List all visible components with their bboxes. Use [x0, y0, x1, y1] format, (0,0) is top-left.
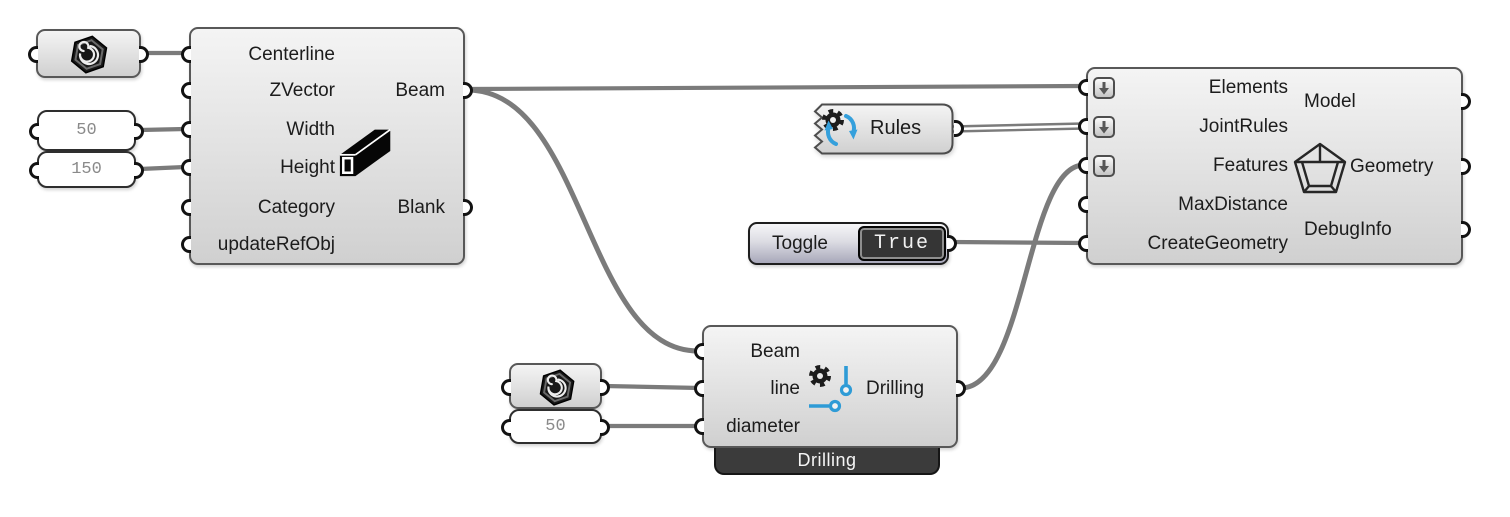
down-arrow-icon — [1099, 82, 1109, 95]
flatten-button-features[interactable] — [1093, 155, 1115, 177]
toggle-value-box[interactable]: True — [858, 226, 946, 261]
height-input-nub[interactable] — [181, 159, 191, 176]
rules-param[interactable]: Rules — [806, 103, 964, 155]
toggle-label: Toggle — [772, 233, 828, 254]
flatten-button-jointrules[interactable] — [1093, 116, 1115, 138]
model-input-label-creategeometry: CreateGeometry — [1147, 233, 1288, 254]
number-panel-diameter[interactable]: 50 — [501, 409, 610, 444]
wire-panel150-to-height[interactable] — [137, 164, 188, 172]
gear-pins-icon — [809, 365, 853, 413]
panel-height-output-nub[interactable] — [134, 162, 144, 179]
beam-output-nub[interactable] — [463, 82, 473, 99]
model-component[interactable]: Elements JointRules Features MaxDistance… — [1078, 67, 1471, 265]
drilling-input-label-line: line — [770, 378, 800, 399]
number-panel-width[interactable]: 50 — [29, 110, 144, 151]
wire-beam-to-elements[interactable] — [464, 83, 1087, 92]
boolean-toggle[interactable]: Toggle True — [748, 222, 957, 265]
wire-rules-to-jointrules-gap — [950, 124, 1086, 131]
down-arrow-icon — [1099, 160, 1109, 173]
centerline-input-nub[interactable] — [181, 46, 191, 63]
toggle-output-nub[interactable] — [947, 235, 957, 252]
drilling-line-input-nub[interactable] — [694, 380, 704, 397]
curve-param-output-nub[interactable] — [139, 46, 149, 63]
panel-height-value: 150 — [71, 160, 102, 179]
wire-beam-to-drilling-beam[interactable] — [464, 87, 701, 354]
updaterefobj-input-nub[interactable] — [181, 236, 191, 253]
beam-input-label-zvector: ZVector — [269, 80, 335, 101]
drilling-input-label-beam: Beam — [750, 341, 800, 362]
curve-param-component-2[interactable] — [501, 363, 610, 409]
zvector-input-nub[interactable] — [181, 82, 191, 99]
curve-hexagon-icon — [539, 369, 575, 406]
curve-param-component[interactable] — [28, 29, 149, 78]
drilling-beam-input-nub[interactable] — [694, 343, 704, 360]
down-arrow-icon — [1099, 121, 1109, 134]
panel-height-input-nub[interactable] — [29, 162, 39, 179]
elements-input-nub[interactable] — [1078, 79, 1088, 96]
panel-width-output-nub[interactable] — [134, 123, 144, 140]
panel-diameter-value: 50 — [545, 417, 566, 436]
blank-output-nub[interactable] — [463, 199, 473, 216]
toggle-value: True — [873, 232, 930, 255]
drilling-tab-label: Drilling — [797, 450, 857, 470]
beam-input-label-height: Height — [280, 157, 335, 178]
beam-output-label-blank: Blank — [397, 197, 445, 218]
beam-output-label-beam: Beam — [395, 80, 445, 101]
frame-structure-icon — [1293, 142, 1347, 194]
wire-panel50-to-width[interactable] — [137, 126, 188, 133]
panel-width-input-nub[interactable] — [29, 123, 39, 140]
beam-input-label-centerline: Centerline — [248, 44, 335, 65]
rules-label: Rules — [870, 117, 922, 139]
features-input-nub[interactable] — [1078, 157, 1088, 174]
model-input-label-elements: Elements — [1208, 77, 1288, 98]
panel-width-value: 50 — [76, 121, 97, 140]
model-input-label-features: Features — [1213, 155, 1288, 176]
curve-param2-output-nub[interactable] — [600, 379, 610, 396]
drilling-input-label-diameter: diameter — [726, 416, 800, 437]
model-input-label-jointrules: JointRules — [1199, 116, 1288, 137]
number-panel-height[interactable]: 150 — [29, 151, 144, 188]
category-input-nub[interactable] — [181, 199, 191, 216]
width-input-nub[interactable] — [181, 121, 191, 138]
drilling-output-label: Drilling — [866, 378, 925, 399]
wire-drilling-to-features[interactable] — [958, 162, 1087, 391]
beam-input-label-updaterefobj: updateRefObj — [217, 234, 335, 255]
curve-param-input-nub[interactable] — [28, 46, 38, 63]
drilling-diameter-input-nub[interactable] — [694, 418, 704, 435]
drilling-tab[interactable]: Drilling — [714, 448, 940, 475]
wire-toggle-to-creategeometry[interactable] — [948, 239, 1087, 246]
beam-component[interactable]: Centerline ZVector Width Height Category… — [181, 27, 473, 265]
curve-hexagon-icon — [70, 35, 108, 74]
beam-3d-icon — [339, 128, 391, 177]
panel-diameter-output-nub[interactable] — [600, 419, 610, 436]
rules-output-nub[interactable] — [954, 120, 964, 137]
model-output-label-debuginfo: DebugInfo — [1304, 219, 1392, 240]
drilling-output-nub[interactable] — [956, 380, 966, 397]
drilling-component[interactable]: Beam line diameter Drilling Drilling — [694, 325, 966, 475]
panel-diameter-input-nub[interactable] — [501, 419, 511, 436]
flatten-button-elements[interactable] — [1093, 77, 1115, 99]
geometry-output-nub[interactable] — [1461, 158, 1471, 175]
model-output-label-model: Model — [1304, 91, 1356, 112]
jointrules-input-nub[interactable] — [1078, 118, 1088, 135]
curve-param2-input-nub[interactable] — [501, 379, 511, 396]
wire-curve2-to-line[interactable] — [602, 383, 703, 391]
debuginfo-output-nub[interactable] — [1461, 221, 1471, 238]
model-output-label-geometry: Geometry — [1350, 156, 1434, 177]
maxdistance-input-nub[interactable] — [1078, 196, 1088, 213]
beam-input-label-category: Category — [257, 197, 335, 218]
model-output-nub[interactable] — [1461, 93, 1471, 110]
model-input-label-maxdistance: MaxDistance — [1178, 194, 1288, 215]
beam-input-label-width: Width — [286, 119, 335, 140]
gear-recycle-icon — [822, 109, 858, 146]
creategeometry-input-nub[interactable] — [1078, 235, 1088, 252]
